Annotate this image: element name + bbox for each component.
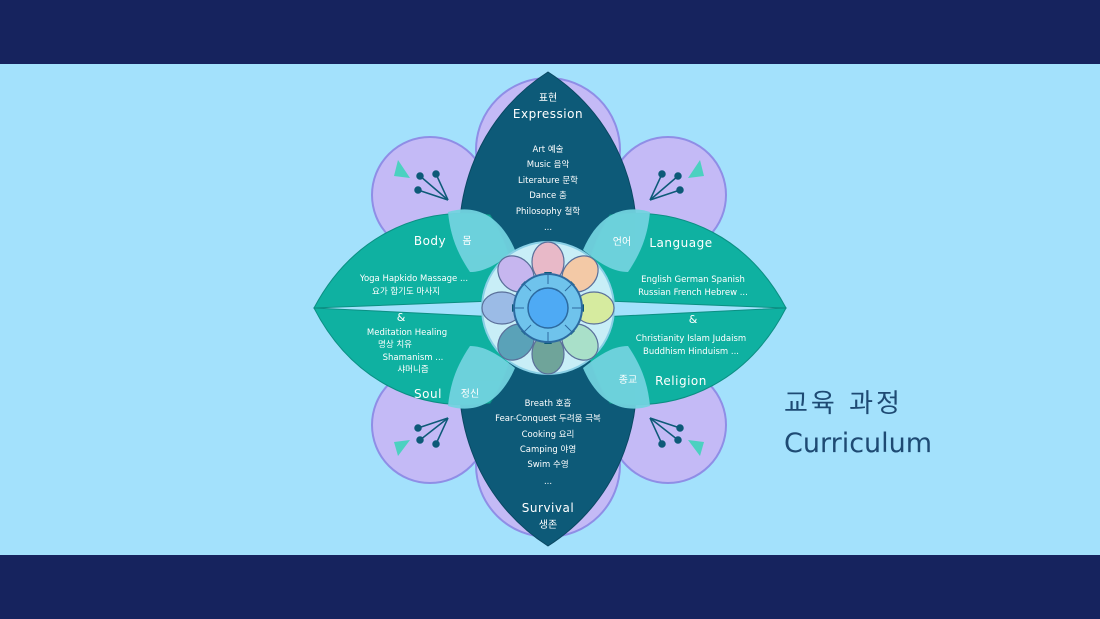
sprig-bottom-left <box>414 417 449 448</box>
survival-item: Fear-Conquest 두려움 극복 <box>495 413 601 424</box>
top-band <box>0 0 1100 64</box>
soul-items-line2: 명상 치유 <box>378 339 412 350</box>
center-core <box>527 287 569 329</box>
lens-religion <box>583 346 650 409</box>
expression-item: Music 음악 <box>527 159 570 170</box>
stamen-sprigs <box>414 170 684 448</box>
expression-heading-ko: 표현 <box>539 92 557 104</box>
religion-items-line2: Buddhism Hinduism ... <box>643 347 739 357</box>
language-items-line1: English German Spanish <box>641 275 745 285</box>
title-korean: 교육 과정 <box>784 389 903 419</box>
soul-heading-ko: 정신 <box>461 388 479 400</box>
religion-heading-en: Religion <box>655 374 707 388</box>
sprig-top-right <box>649 170 684 201</box>
title-english: Curriculum <box>784 428 933 459</box>
survival-item: Breath 호흡 <box>525 398 572 409</box>
accent-br <box>688 440 704 456</box>
corner-accents <box>394 160 704 456</box>
body-heading-en: Body <box>414 234 446 248</box>
overlap-lenses <box>448 209 650 409</box>
body-soul-connector: & <box>397 311 406 324</box>
language-heading-ko: 언어 <box>613 236 631 248</box>
center-rays <box>514 274 582 342</box>
accent-tl <box>394 160 410 178</box>
language-items-line2: Russian French Hebrew ... <box>638 288 748 298</box>
expression-item: Dance 춤 <box>529 191 567 201</box>
survival-item: Swim 수영 <box>527 459 568 470</box>
survival-item: ... <box>544 477 552 487</box>
expression-heading-en: Expression <box>513 107 583 121</box>
expression-item: Literature 문학 <box>518 175 578 186</box>
survival-item: Cooking 요리 <box>522 430 575 440</box>
religion-items-line1: Christianity Islam Judaism <box>636 334 746 344</box>
body-heading-ko: 몸 <box>462 235 471 247</box>
body-items-line1: Yoga Hapkido Massage ... <box>359 274 468 284</box>
expression-item: Art 예술 <box>533 144 564 155</box>
lens-body <box>448 209 515 272</box>
curriculum-title: 교육 과정 Curriculum <box>784 388 932 462</box>
soul-heading-en: Soul <box>414 387 442 401</box>
language-religion-connector: & <box>689 313 698 326</box>
survival-item: Camping 야영 <box>520 444 576 455</box>
survival-heading-en: Survival <box>522 501 574 515</box>
language-heading-en: Language <box>649 236 712 250</box>
sprig-bottom-right <box>649 417 684 448</box>
soul-items-line3: Shamanism ... <box>383 353 444 363</box>
accent-tr <box>688 160 704 178</box>
body-items-line2: 요가 합기도 마사지 <box>372 287 440 297</box>
expression-item: ... <box>544 223 552 233</box>
accent-bl <box>394 440 410 456</box>
survival-heading-ko: 생존 <box>539 519 557 531</box>
sprig-top-left <box>414 170 449 201</box>
soul-items-line1: Meditation Healing <box>367 328 447 338</box>
bottom-band <box>0 555 1100 619</box>
soul-items-line4: 샤머니즘 <box>397 364 428 375</box>
center-mandala <box>481 241 615 375</box>
religion-heading-ko: 종교 <box>619 374 637 386</box>
lens-language <box>583 209 650 272</box>
lens-soul <box>448 346 515 409</box>
expression-item: Philosophy 철학 <box>516 206 580 217</box>
